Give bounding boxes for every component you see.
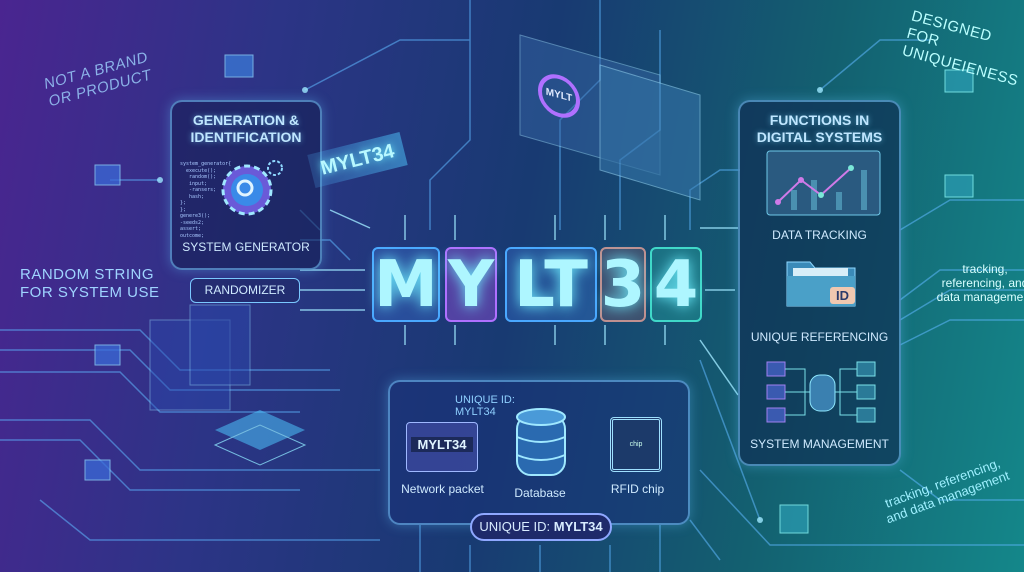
panel-title: GENERATION & (192, 112, 300, 128)
id-letter-box: 3 (600, 247, 646, 322)
code-snippet: system_generator{ execute(); random(); i… (180, 161, 232, 239)
pill-id: MYLT34 (553, 519, 603, 534)
unique-referencing-label: UNIQUE REFERENCING (750, 330, 889, 344)
pill-prefix: UNIQUE ID: (479, 519, 554, 534)
panel-title: FUNCTIONS IN (769, 112, 870, 128)
note-line: data management (936, 290, 1024, 304)
data-tracking-label: DATA TRACKING (772, 228, 867, 242)
network-packet-label: Network packet (401, 482, 484, 496)
caption-line: UNIQUE ID: (455, 394, 515, 406)
unique-id-caption: UNIQUE ID: MYLT34 (455, 394, 515, 418)
id-letter-box: LT (505, 247, 597, 322)
id-tag: ID (830, 287, 855, 304)
id-letter-box: Y (445, 247, 497, 322)
caption-line: MYLT34 (455, 406, 496, 418)
note-line: referencing, and (941, 276, 1024, 290)
panel-title: IDENTIFICATION (190, 129, 302, 145)
panel-title: DIGITAL SYSTEMS (756, 129, 883, 145)
randomizer-box: RANDOMIZER (190, 278, 300, 303)
network-packet-icon: MYLT34 (406, 422, 478, 472)
database-label: Database (514, 486, 566, 500)
functions-panel: FUNCTIONS IN DIGITAL SYSTEMS DATA TRACKI… (738, 100, 901, 466)
rfid-chip-label: RFID chip (610, 482, 665, 496)
line-chart-icon (766, 150, 881, 216)
database-network-icon (766, 361, 876, 423)
rfid-chip-icon: chip (610, 417, 662, 472)
database-icon (516, 408, 566, 476)
note-line: RANDOM STRING (20, 266, 154, 283)
id-letter-box: M (372, 247, 440, 322)
id-letter-box: 4 (650, 247, 702, 322)
note-line: tracking, (962, 262, 1008, 276)
note-line: FOR SYSTEM USE (20, 284, 160, 301)
floating-screens (84, 34, 974, 534)
unique-id-pill: UNIQUE ID: MYLT34 (470, 513, 612, 541)
system-management-label: SYSTEM MANAGEMENT (750, 437, 889, 451)
random-string-note: RANDOM STRING FOR SYSTEM USE (20, 266, 160, 302)
system-generator-label: SYSTEM GENERATOR (182, 240, 310, 254)
gear-icon (221, 160, 283, 216)
packet-id: MYLT34 (411, 437, 473, 452)
examples-panel: UNIQUE ID: MYLT34 MYLT34 Network packet … (388, 380, 690, 541)
generation-panel: GENERATION & IDENTIFICATION system_gener… (170, 100, 322, 270)
tracking-note-right: tracking, referencing, and data manageme… (925, 262, 1024, 304)
